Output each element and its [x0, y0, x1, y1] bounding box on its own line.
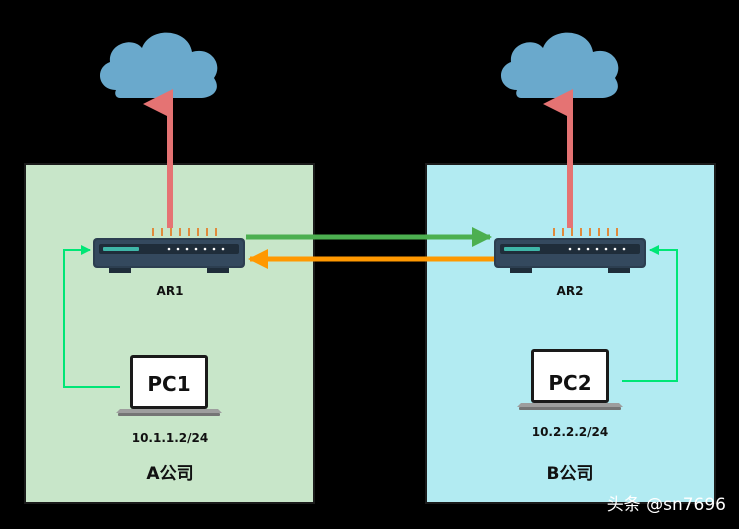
site-name-b: B公司 [547, 464, 594, 484]
ip-label-pc2: 10.2.2.2/24 [532, 425, 609, 439]
ip-label-pc1: 10.1.1.2/24 [132, 431, 209, 445]
lan-link-pc2-ar2 [622, 245, 678, 382]
cloud-icon-left [99, 32, 218, 99]
site-name-a: A公司 [146, 464, 193, 484]
lan-link-pc1-ar1 [63, 245, 120, 388]
cloud-icon-right [500, 32, 619, 99]
pc-label-pc1: PC1 [147, 372, 190, 396]
pc-label-pc2: PC2 [548, 371, 591, 395]
watermark: 头条 @sn7696 [607, 495, 726, 515]
router-label-ar2: AR2 [557, 284, 584, 298]
router-label-ar1: AR1 [157, 284, 184, 298]
